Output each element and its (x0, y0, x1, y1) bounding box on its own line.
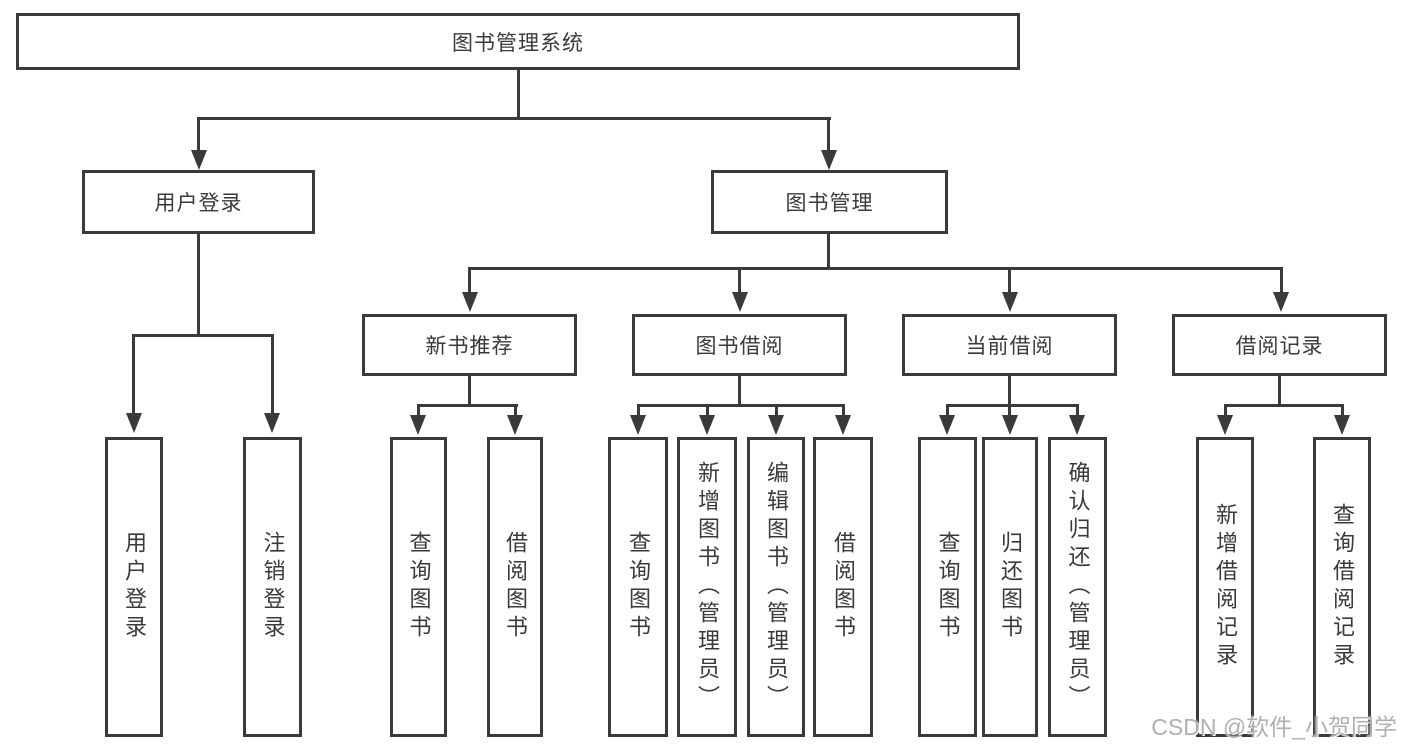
node-label: 借阅图书 (503, 531, 528, 643)
node-leaf-confirm-return-admin: 确认归还（管理员） (1048, 437, 1107, 737)
arrowhead-down-icon (191, 150, 207, 170)
node-leaf-query-books-current: 查询图书 (918, 437, 977, 737)
node-label: 注销登录 (260, 531, 286, 643)
connector-vline (1280, 267, 1283, 292)
node-label: 查询图书 (626, 531, 651, 643)
node-leaf-edit-books-admin: 编辑图书（管理员） (747, 437, 805, 737)
arrowhead-down-icon (939, 415, 955, 435)
connector-vline (775, 404, 778, 415)
connector-vline (1008, 376, 1011, 407)
connector-vline (946, 404, 949, 415)
connector-hline (197, 117, 831, 120)
node-label: 查询图书 (406, 531, 432, 643)
node-leaf-logout: 注销登录 (243, 437, 302, 737)
connector-vline (1008, 267, 1011, 292)
arrowhead-down-icon (264, 413, 280, 433)
node-leaf-borrow-books-recommend: 借阅图书 (487, 437, 543, 737)
node-book-management: 图书管理 (711, 170, 948, 234)
node-book-borrow: 图书借阅 (632, 314, 847, 376)
node-label: 归还图书 (998, 531, 1023, 643)
arrowhead-down-icon (126, 413, 142, 433)
arrowhead-down-icon (699, 415, 715, 435)
node-leaf-query-borrow-record: 查询借阅记录 (1313, 437, 1371, 737)
connector-vline (1076, 404, 1079, 415)
node-leaf-return-books: 归还图书 (982, 437, 1038, 737)
arrowhead-down-icon (1273, 292, 1289, 312)
arrowhead-down-icon (1002, 415, 1018, 435)
connector-hline (417, 404, 518, 407)
connector-vline (1008, 404, 1011, 415)
connector-vline (417, 404, 420, 415)
arrowhead-down-icon (768, 415, 784, 435)
node-leaf-add-books-admin: 新增图书（管理员） (677, 437, 737, 737)
connector-vline (1224, 404, 1227, 415)
node-new-book-recommend: 新书推荐 (362, 314, 577, 376)
node-label: 用户登录 (122, 531, 147, 643)
arrowhead-down-icon (732, 292, 748, 312)
connector-vline (827, 117, 830, 150)
node-label: 借阅记录 (1235, 335, 1324, 358)
connector-hline (132, 334, 274, 337)
connector-vline (1341, 404, 1344, 415)
connector-vline (517, 70, 520, 117)
node-label: 用户登录 (154, 192, 243, 215)
connector-vline (1278, 376, 1281, 407)
connector-vline (468, 376, 471, 407)
connector-vline (637, 404, 640, 415)
node-label: 查询借阅记录 (1330, 503, 1355, 671)
node-label: 当前借阅 (965, 335, 1054, 358)
node-label: 新增借阅记录 (1213, 503, 1238, 671)
connector-vline (706, 404, 709, 415)
connector-vline (842, 404, 845, 415)
node-root-library-management-system: 图书管理系统 (16, 13, 1020, 70)
node-label: 编辑图书（管理员） (764, 461, 789, 713)
node-label: 图书借阅 (695, 335, 784, 358)
csdn-watermark: CSDN @软件_小贺同学 (1151, 714, 1397, 740)
node-leaf-query-books-borrow: 查询图书 (608, 437, 668, 737)
node-label: 新书推荐 (425, 335, 514, 358)
node-leaf-add-borrow-record: 新增借阅记录 (1196, 437, 1254, 737)
node-current-borrow: 当前借阅 (902, 314, 1117, 376)
connector-hline (637, 404, 845, 407)
arrowhead-down-icon (462, 292, 478, 312)
node-label: 借阅图书 (831, 531, 856, 643)
connector-vline (197, 234, 200, 337)
node-label: 图书管理 (785, 192, 874, 215)
connector-vline (271, 334, 274, 413)
node-label: 图书管理系统 (452, 31, 584, 55)
arrowhead-down-icon (1217, 415, 1233, 435)
connector-hline (946, 404, 1079, 407)
node-leaf-borrow-books: 借阅图书 (813, 437, 873, 737)
connector-vline (514, 404, 517, 415)
connector-vline (738, 376, 741, 407)
arrowhead-down-icon (821, 150, 837, 170)
connector-vline (132, 334, 135, 413)
connector-vline (827, 234, 830, 270)
connector-hline (468, 267, 1283, 270)
node-leaf-user-login: 用户登录 (105, 437, 163, 737)
node-borrow-records: 借阅记录 (1172, 314, 1387, 376)
arrowhead-down-icon (507, 415, 523, 435)
node-label: 新增图书（管理员） (695, 461, 720, 713)
node-user-login: 用户登录 (82, 170, 315, 234)
connector-hline (1224, 404, 1344, 407)
node-label: 确认归还（管理员） (1065, 461, 1091, 713)
arrowhead-down-icon (410, 415, 426, 435)
arrowhead-down-icon (630, 415, 646, 435)
node-leaf-query-books-recommend: 查询图书 (390, 437, 447, 737)
arrowhead-down-icon (835, 415, 851, 435)
arrowhead-down-icon (1069, 415, 1085, 435)
connector-vline (738, 267, 741, 292)
arrowhead-down-icon (1334, 415, 1350, 435)
node-label: 查询图书 (935, 531, 961, 643)
arrowhead-down-icon (1002, 292, 1018, 312)
connector-vline (197, 117, 200, 150)
connector-vline (468, 267, 471, 292)
